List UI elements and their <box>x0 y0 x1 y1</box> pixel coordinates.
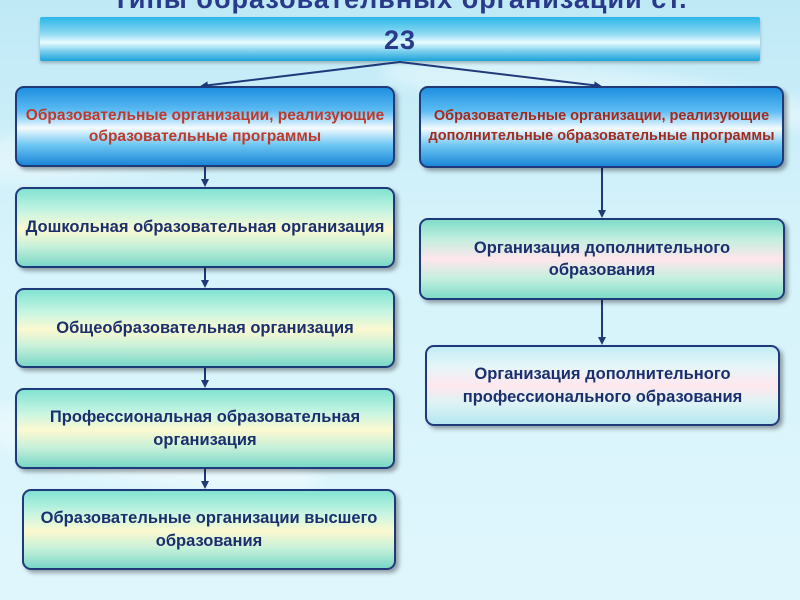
right-header-box: Образовательные организации, реализующие… <box>419 86 784 168</box>
left-item-label: Дошкольная образовательная организация <box>25 218 385 237</box>
left-item-preschool: Дошкольная образовательная организация <box>15 187 395 268</box>
left-item-higher: Образовательные организации высшего обра… <box>22 489 396 570</box>
page-title: Типы образовательных организаций ст. <box>0 0 800 20</box>
right-item-professional-additional: Организация дополнительного профессионал… <box>425 345 780 426</box>
right-item-label: Организация дополнительного образования <box>473 238 731 279</box>
right-header-label: Образовательные организации, реализующие… <box>428 108 775 144</box>
arrow-title-to-right <box>399 61 602 90</box>
left-item-label: Образовательные организации высшего обра… <box>40 509 378 550</box>
left-item-general: Общеобразовательная организация <box>15 288 395 368</box>
title-banner: 23 <box>40 17 760 61</box>
right-item-label: Организация дополнительного профессионал… <box>462 365 743 406</box>
right-item-additional: Организация дополнительного образования <box>419 218 785 300</box>
left-item-label: Профессиональная образовательная организ… <box>49 408 361 449</box>
left-item-professional: Профессиональная образовательная организ… <box>15 388 395 469</box>
arrow-title-to-left <box>200 61 401 90</box>
left-header-box: Образовательные организации, реализующие… <box>15 86 395 167</box>
left-item-label: Общеобразовательная организация <box>56 318 354 337</box>
left-header-label: Образовательные организации, реализующие… <box>25 106 385 145</box>
page-title-line2: 23 <box>383 25 417 55</box>
